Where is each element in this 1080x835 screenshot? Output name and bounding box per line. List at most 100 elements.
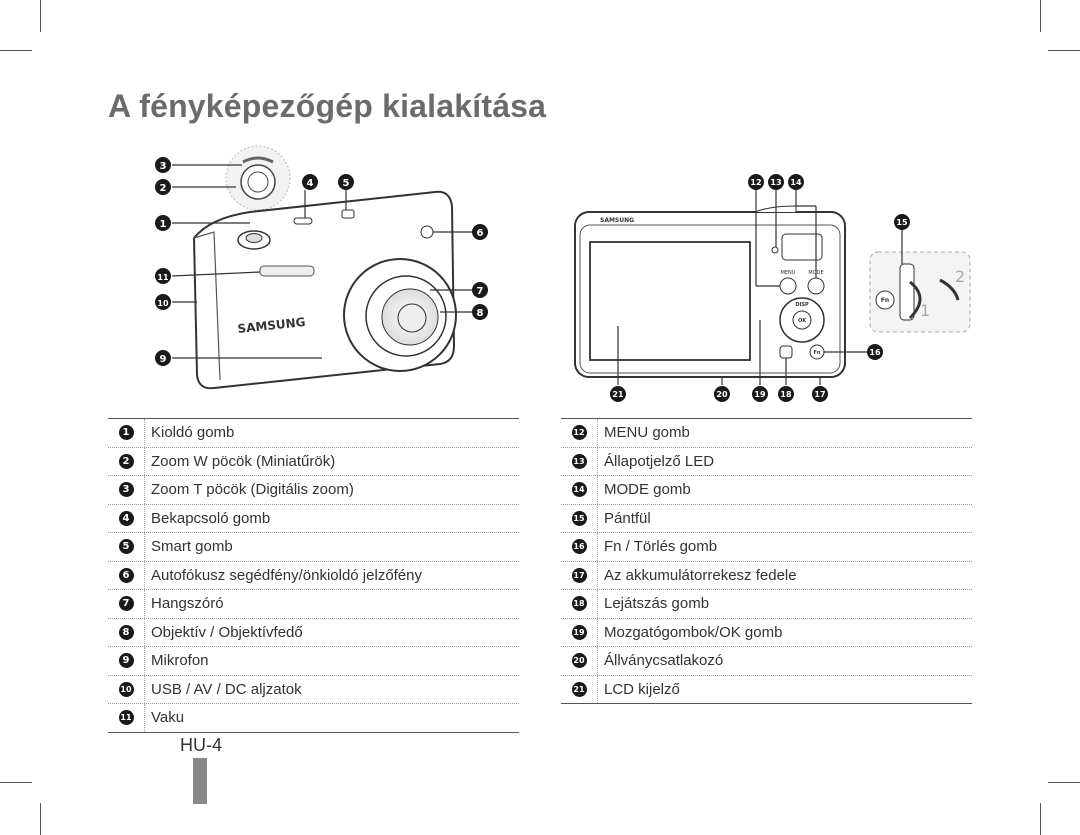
svg-text:10: 10	[157, 299, 169, 308]
callout-13: 13	[768, 174, 784, 190]
crop-mark	[1040, 0, 1041, 32]
legend-text: Lejátszás gomb	[604, 595, 710, 613]
svg-text:2: 2	[160, 183, 167, 194]
callout-21: 21	[610, 386, 626, 402]
number-badge: 7	[118, 596, 134, 612]
legend-item: 3 Zoom T pöcök (Digitális zoom)	[108, 476, 519, 505]
number-badge: 3	[118, 482, 134, 498]
legend-text: MODE gomb	[604, 481, 691, 499]
number-badge: 4	[118, 510, 134, 526]
playback-button	[779, 345, 793, 359]
svg-text:16: 16	[869, 348, 881, 357]
svg-text:19: 19	[754, 390, 766, 399]
svg-text:6: 6	[477, 228, 484, 239]
number-badge: 13	[571, 453, 587, 469]
camera-front-illustration: SAMSUNG 3 2 1 4 5 6 7 8 9 10 11	[150, 140, 510, 410]
callout-7: 7	[472, 282, 488, 298]
legend-item: 4 Bekapcsoló gomb	[108, 504, 519, 533]
crop-mark	[1048, 782, 1080, 783]
svg-text:3: 3	[160, 161, 167, 172]
svg-text:Fn: Fn	[814, 350, 821, 356]
smart-button	[341, 209, 355, 219]
legend-item: 14 MODE gomb	[561, 476, 972, 505]
callout-18: 18	[778, 386, 794, 402]
legend-text: LCD kijelző	[604, 680, 680, 698]
legend-text: Pántfül	[604, 509, 651, 527]
callout-19: 19	[752, 386, 768, 402]
svg-text:20: 20	[716, 390, 728, 399]
svg-text:13: 13	[770, 178, 781, 187]
callout-2: 2	[155, 179, 171, 195]
legend-text: Zoom T pöcök (Digitális zoom)	[151, 481, 354, 499]
legend-text: Vaku	[151, 709, 185, 727]
svg-text:21: 21	[612, 390, 624, 399]
number-badge: 17	[571, 567, 587, 583]
legend-text: Állványcsatlakozó	[604, 652, 724, 670]
mode-button	[807, 277, 825, 295]
number-badge: 14	[571, 482, 587, 498]
number-badge: 21	[571, 681, 587, 697]
svg-text:14: 14	[790, 178, 802, 187]
af-lamp	[420, 225, 434, 239]
legend-text: Smart gomb	[151, 538, 233, 556]
svg-text:OK: OK	[798, 318, 807, 324]
callout-11: 11	[155, 268, 171, 284]
crop-mark	[1040, 803, 1041, 835]
number-badge: 6	[118, 567, 134, 583]
callout-9: 9	[155, 350, 171, 366]
crop-mark	[0, 782, 32, 783]
svg-text:MENU: MENU	[781, 270, 796, 276]
legend-text: Bekapcsoló gomb	[151, 509, 271, 527]
callout-16: 16	[867, 344, 883, 360]
svg-text:1: 1	[160, 219, 167, 230]
crop-mark	[40, 0, 41, 32]
legend-text: Kioldó gomb	[151, 424, 235, 442]
legend-text: Hangszóró	[151, 595, 224, 613]
number-badge: 9	[118, 653, 134, 669]
strap-step-1: 1	[920, 301, 930, 320]
legend-item: 16 Fn / Törlés gomb	[561, 533, 972, 562]
callout-12: 12	[748, 174, 764, 190]
legend-item: 7 Hangszóró	[108, 590, 519, 619]
crop-mark	[0, 50, 32, 51]
number-badge: 8	[118, 624, 134, 640]
svg-text:15: 15	[896, 218, 908, 227]
legend-item: 13 Állapotjelző LED	[561, 447, 972, 476]
legend-text: Állapotjelző LED	[604, 452, 715, 470]
flash	[259, 265, 315, 277]
svg-text:11: 11	[157, 273, 169, 282]
svg-text:17: 17	[814, 390, 825, 399]
callout-20: 20	[714, 386, 730, 402]
legend-text: Mozgatógombok/OK gomb	[604, 623, 783, 641]
number-badge: 16	[571, 539, 587, 555]
crop-mark	[40, 803, 41, 835]
page-title: A fényképezőgép kialakítása	[108, 88, 547, 124]
callout-1: 1	[155, 215, 171, 231]
svg-text:12: 12	[750, 178, 761, 187]
number-badge: 5	[118, 539, 134, 555]
svg-text:5: 5	[343, 178, 350, 189]
crop-mark	[1048, 50, 1080, 51]
legend-item: 18 Lejátszás gomb	[561, 590, 972, 619]
legend-text: Fn / Törlés gomb	[604, 538, 718, 556]
status-led	[771, 246, 779, 254]
legend-text: Objektív / Objektívfedő	[151, 623, 303, 641]
callout-14: 14	[788, 174, 804, 190]
svg-text:18: 18	[780, 390, 792, 399]
number-badge: 11	[118, 710, 134, 726]
lcd-screen	[589, 241, 751, 361]
legend-item: 8 Objektív / Objektívfedő	[108, 618, 519, 647]
svg-text:DISP: DISP	[795, 302, 809, 308]
number-badge: 18	[571, 596, 587, 612]
